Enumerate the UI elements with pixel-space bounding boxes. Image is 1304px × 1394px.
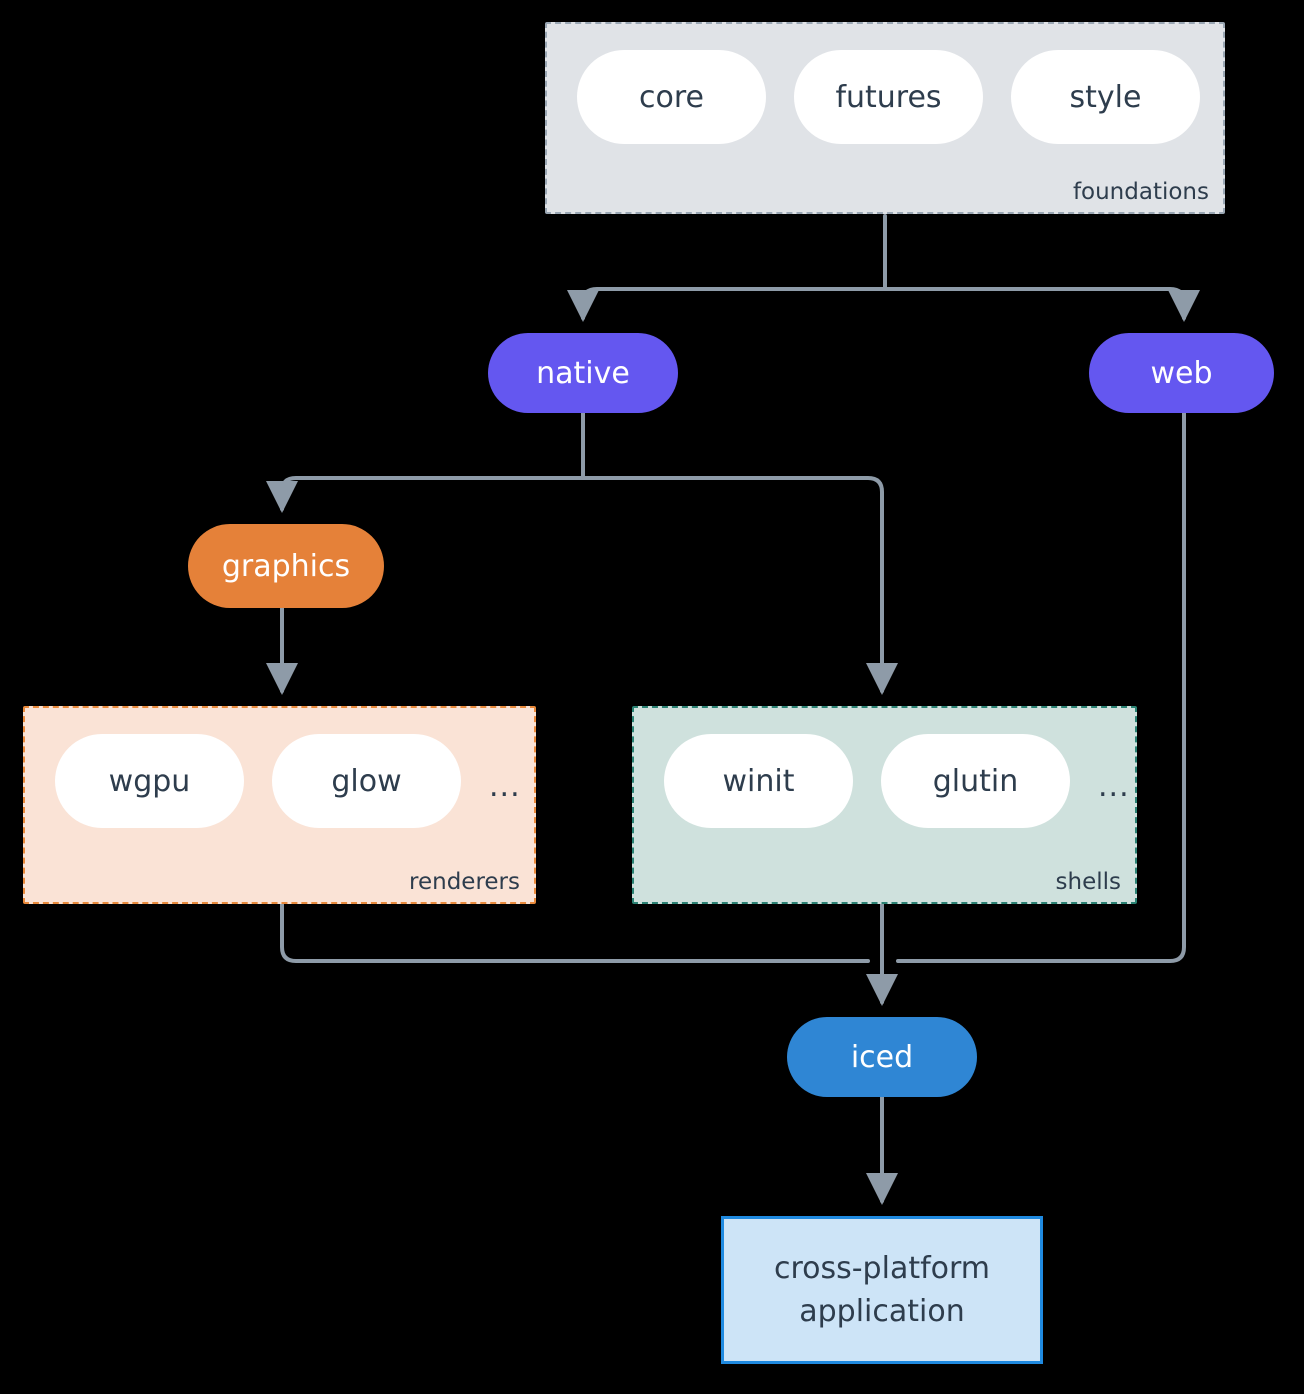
node-web-label: web — [1150, 355, 1213, 391]
edge-foundations-to-native — [567, 287, 887, 322]
node-graphics-label: graphics — [221, 548, 351, 584]
node-iced-label: iced — [850, 1039, 914, 1075]
cluster-foundations: core futures style foundations — [545, 22, 1225, 214]
node-core[interactable]: core — [577, 50, 766, 144]
node-winit[interactable]: winit — [664, 734, 853, 828]
foundations-item-row: core futures style — [547, 50, 1223, 144]
node-core-label: core — [639, 79, 704, 115]
application-label-line2: application — [799, 1294, 965, 1329]
application-label-line1: cross-platform — [773, 1250, 991, 1286]
edge-renderers-to-bus — [280, 902, 870, 963]
node-style[interactable]: style — [1011, 50, 1200, 144]
node-winit-label: winit — [722, 763, 795, 799]
renderers-ellipsis: ... — [489, 769, 521, 804]
node-futures-label: futures — [835, 79, 942, 115]
node-wgpu-label: wgpu — [108, 763, 191, 799]
edge-native-to-graphics — [266, 476, 585, 513]
node-glutin-label: glutin — [932, 763, 1019, 799]
cluster-foundations-label: foundations — [1072, 179, 1209, 205]
node-style-label: style — [1069, 79, 1142, 115]
node-futures[interactable]: futures — [794, 50, 983, 144]
edge-native-to-shells — [581, 476, 898, 695]
shells-ellipsis: ... — [1098, 769, 1130, 804]
shells-item-row: winit glutin ... — [634, 734, 1135, 828]
edge-foundations-to-web — [883, 287, 1200, 322]
node-iced[interactable]: iced — [787, 1017, 977, 1097]
node-cross-platform-application[interactable]: cross-platform application — [721, 1216, 1043, 1364]
node-glow[interactable]: glow — [272, 734, 461, 828]
cluster-shells: winit glutin ... shells — [632, 706, 1137, 904]
node-wgpu[interactable]: wgpu — [55, 734, 244, 828]
node-native-label: native — [536, 355, 630, 391]
node-graphics[interactable]: graphics — [188, 524, 384, 608]
renderers-item-row: wgpu glow ... — [25, 734, 534, 828]
cluster-renderers: wgpu glow ... renderers — [23, 706, 536, 904]
node-glow-label: glow — [331, 763, 402, 799]
cluster-renderers-label: renderers — [409, 869, 520, 895]
node-web[interactable]: web — [1089, 333, 1274, 413]
node-glutin[interactable]: glutin — [881, 734, 1070, 828]
node-native[interactable]: native — [488, 333, 678, 413]
cluster-shells-label: shells — [1055, 869, 1121, 895]
